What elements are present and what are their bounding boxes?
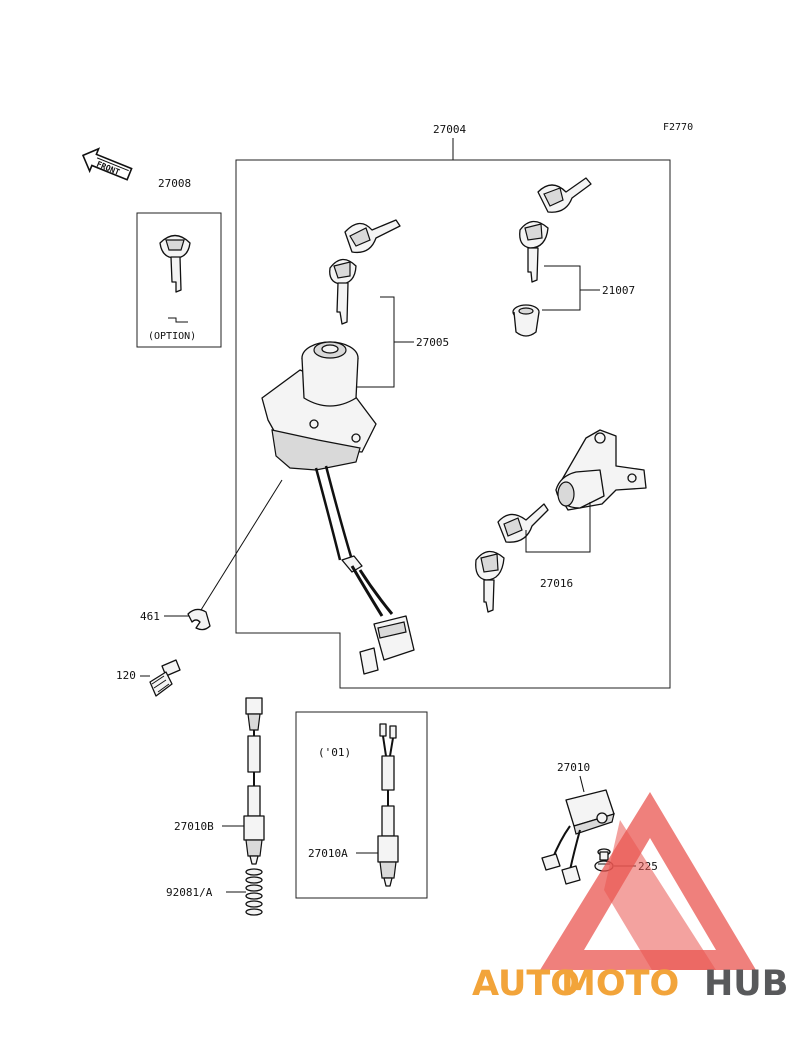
neutral-switch-27010a-icon [377, 723, 399, 887]
option-box [136, 212, 222, 348]
logo-text-hub: HUB [704, 964, 788, 1004]
automotohub-logo: AUTO MOTO HUB [472, 792, 788, 1004]
seat-lock-icon [555, 429, 647, 511]
callout-27008: 27008 [158, 177, 191, 190]
callout-21007: 21007 [602, 284, 635, 297]
callout-27004: 27004 [433, 123, 466, 136]
neutral-switch-27010b-icon [243, 697, 265, 865]
ignition-switch-icon [261, 341, 377, 471]
callout-120: 120 [116, 669, 136, 682]
lock-cap-icon [512, 304, 540, 337]
figure-code: F2770 [663, 122, 693, 133]
variant-label: ('01) [318, 746, 351, 759]
screw-120-icon [149, 659, 181, 697]
relay-27010-icon [541, 789, 615, 885]
callout-27016: 27016 [540, 577, 573, 590]
seat-lock-key-pair-icon [519, 177, 592, 283]
callout-27010b: 27010B [174, 820, 214, 833]
option-label: (OPTION) [148, 331, 196, 342]
callout-27010a: 27010A [308, 847, 348, 860]
option-key-icon [159, 234, 191, 323]
variant-box-01 [295, 711, 428, 899]
leader-21007 [542, 265, 581, 311]
front-arrow-icon: FRONT [81, 147, 133, 181]
callout-92081a: 92081/A [166, 886, 213, 899]
logo-text-moto: MOTO [561, 964, 679, 1004]
clip-461-icon [187, 608, 211, 631]
leader-27016 [525, 502, 591, 553]
callout-27005: 27005 [416, 336, 449, 349]
switch-wire-harness-icon [314, 465, 415, 675]
leader-27005 [352, 296, 395, 388]
seat-key-pair-icon [475, 503, 549, 613]
spring-92081a-icon [245, 868, 263, 916]
callout-27010: 27010 [557, 761, 590, 774]
callout-461: 461 [140, 610, 160, 623]
ignition-key-pair-icon [329, 219, 401, 325]
assembly-frame-27004 [235, 159, 671, 689]
logo-text-auto: AUTO [472, 964, 580, 1004]
leader-461 [195, 479, 283, 619]
